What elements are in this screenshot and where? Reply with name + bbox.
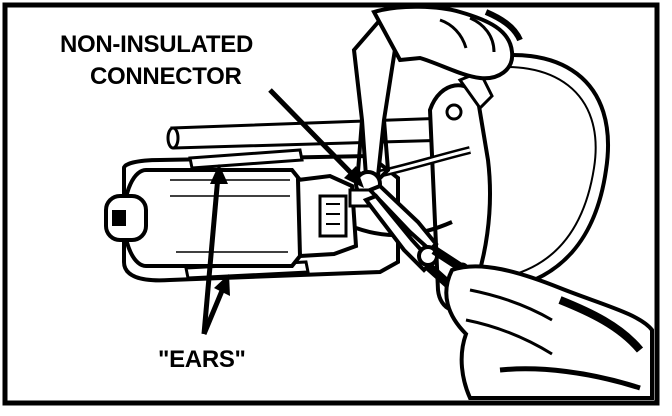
wiring-harness-loop-inner — [475, 66, 597, 279]
connector-callout-line-2: CONNECTOR — [90, 63, 242, 90]
connector-callout-line-1: NON-INSULATED — [60, 31, 253, 58]
pump-outlet-tip — [112, 210, 126, 226]
terminal-post — [318, 194, 348, 238]
fuel-tube-end — [166, 126, 180, 150]
ears-leader-arrowhead-lower — [214, 274, 230, 296]
upper-hand — [371, 4, 515, 81]
connector-leader-arrowhead — [344, 166, 364, 188]
lower-hand — [444, 264, 654, 400]
lower-hand-finger-1 — [469, 288, 553, 322]
bracket-hole-upper — [445, 103, 463, 121]
connector-leader-line — [268, 88, 358, 180]
lower-hand-shading — [558, 296, 644, 353]
upper-hand-knuckle-1 — [439, 18, 468, 49]
ears-leader-arrowhead-upper — [210, 164, 228, 184]
ears-leader-line-lower — [201, 285, 227, 335]
upper-hand-shading — [484, 9, 523, 42]
housing-ear-upper — [188, 148, 304, 170]
ears-callout: "EARS" — [158, 346, 246, 373]
motor-shading — [170, 179, 290, 253]
terminal-detail — [326, 203, 340, 225]
wiring-harness-loop — [469, 53, 610, 292]
lower-hand-finger-2 — [465, 318, 553, 356]
upper-hand-knuckle-2 — [469, 16, 496, 53]
pliers-jaw-upper — [366, 183, 439, 253]
ears-leader-line-upper — [201, 175, 221, 335]
lower-hand-shading-2 — [499, 366, 641, 391]
